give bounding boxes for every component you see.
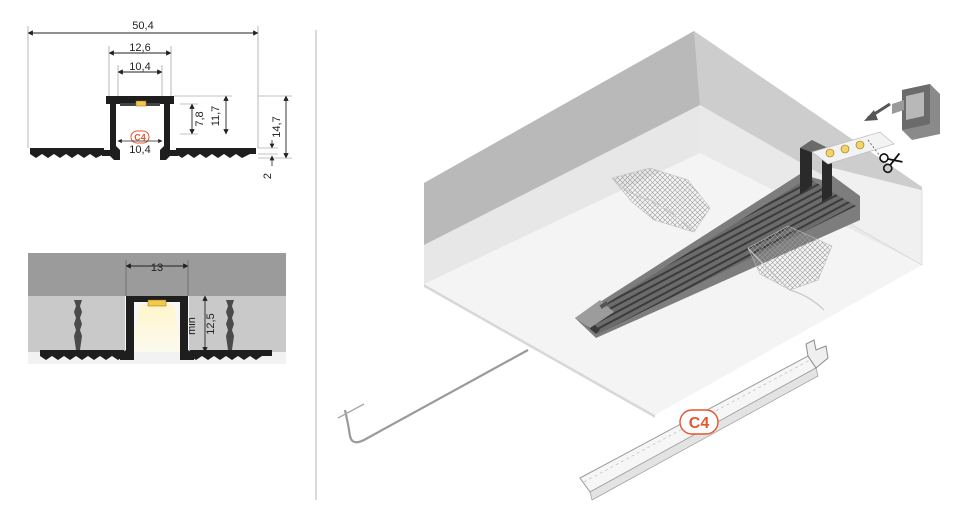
isometric-installation-view: C4 [337,31,940,501]
dim-total-width: 50,4 [132,20,153,32]
dim-inner-width: 10,4 [129,61,150,73]
dim-min-label: min [186,317,198,335]
profile-cross-section: 50,4 12,6 10,4 C4 10,4 7,8 [27,20,292,179]
dim-inner-height: 7,8 [194,111,206,126]
arrow-icon [864,102,891,121]
dim-mid-height: 11,7 [210,106,222,127]
power-cable [346,349,529,444]
iso-badge: C4 [689,415,710,432]
dim-bottom-width: 10,4 [129,144,150,156]
dim-outer-width: 12,6 [129,42,150,54]
end-cap-icon [892,84,940,140]
scissors-icon [879,152,903,174]
dim-cutout-width: 13 [151,262,163,274]
installation-section: 13 min 12,5 [28,253,286,364]
dim-min-depth: 12,5 [205,313,217,334]
profile-badge: C4 [134,133,146,143]
dim-total-height: 14,7 [271,116,283,137]
dim-flange: 2 [262,173,274,179]
